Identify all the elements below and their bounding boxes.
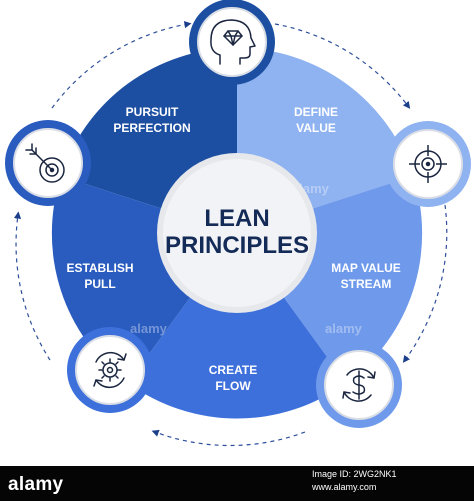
- badge-define-value: [385, 121, 471, 207]
- footer-image-id: Image ID: 2WG2NK1: [312, 469, 397, 479]
- label-map-value-stream-line1: MAP VALUE: [331, 261, 401, 275]
- footer-brand-logo: alamy: [8, 474, 64, 495]
- label-establish-pull-line2: PULL: [84, 277, 115, 291]
- badge-map-value-stream: [316, 342, 402, 428]
- stock-footer: alamy Image ID: 2WG2NK1 www.alamy.com: [0, 466, 474, 501]
- brain-diamond-icon: [210, 19, 256, 65]
- gear-cycle-icon: [93, 351, 127, 389]
- watermark: alamy: [130, 321, 168, 336]
- cycle-arrow-left: [13, 211, 51, 361]
- badge-pursuit-perfection: [189, 0, 275, 85]
- watermark: alamy: [325, 321, 363, 336]
- lean-principles-diagram: alamy alamy alamy PURSUIT PERFECTION DEF…: [5, 0, 471, 447]
- dart-target-icon: [25, 143, 65, 183]
- cycle-arrow-right: [402, 204, 448, 363]
- badge-create-flow: [67, 327, 153, 413]
- label-pursuit-perfection-line2: PERFECTION: [113, 121, 190, 135]
- cycle-arrow-bottom: [151, 429, 306, 447]
- label-create-flow-line2: FLOW: [215, 379, 251, 393]
- label-define-value-line1: DEFINE: [294, 105, 338, 119]
- center-title-line1: LEAN: [204, 205, 269, 232]
- label-establish-pull-line1: ESTABLISH: [66, 261, 133, 275]
- segment-create-flow: [128, 233, 346, 419]
- cycle-arrow-topleft: [51, 21, 192, 109]
- label-pursuit-perfection-line1: PURSUIT: [126, 105, 179, 119]
- crosshair-target-icon: [409, 145, 447, 183]
- center-circle: LEAN PRINCIPLES: [157, 153, 317, 313]
- cycle-arrows: [13, 21, 448, 447]
- badge-establish-pull: [5, 120, 91, 206]
- footer-site-label: www.alamy.com: [312, 482, 377, 492]
- cycle-arrow-top: [274, 23, 411, 109]
- label-define-value-line2: VALUE: [296, 121, 336, 135]
- label-create-flow-line1: CREATE: [209, 363, 257, 377]
- center-title-line2: PRINCIPLES: [165, 232, 309, 259]
- dollar-cycle-icon: [342, 368, 376, 402]
- label-map-value-stream-line2: STREAM: [341, 277, 392, 291]
